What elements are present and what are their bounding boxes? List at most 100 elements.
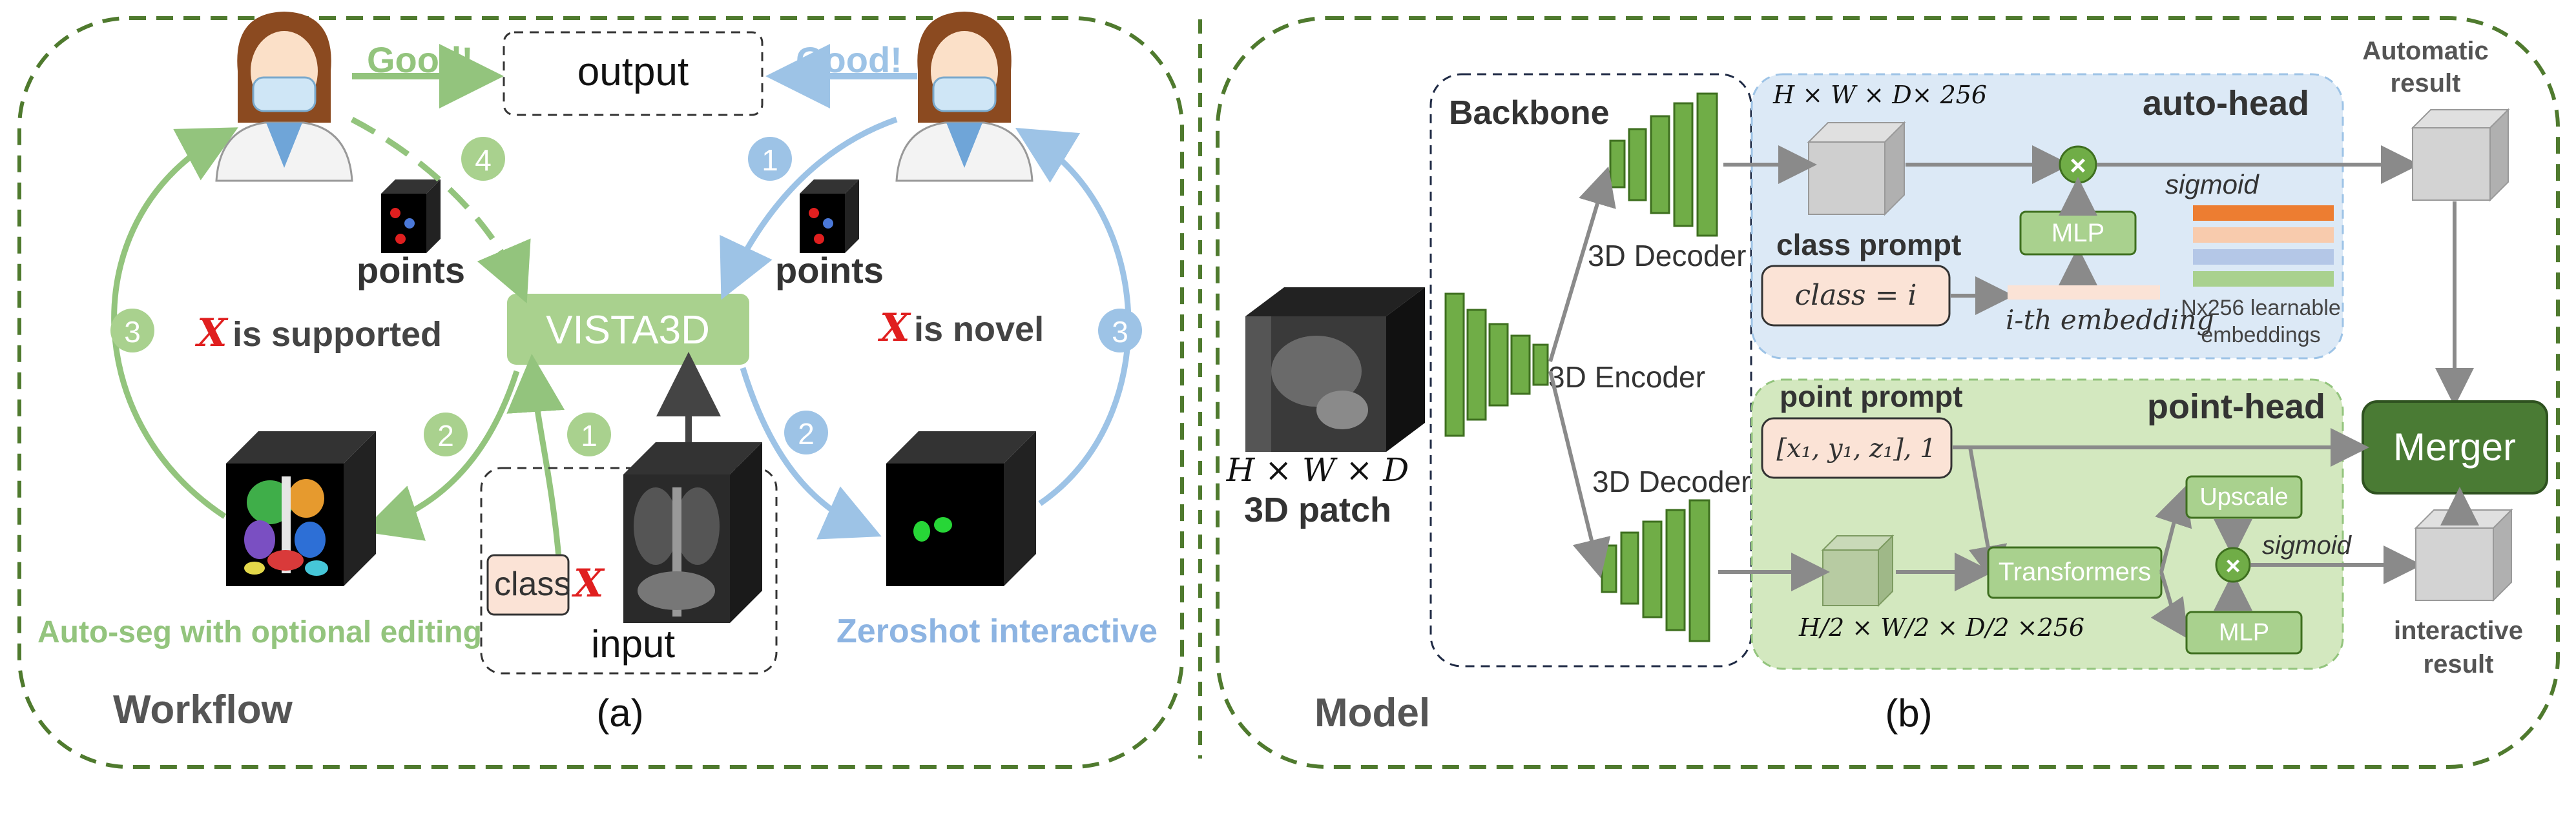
interactive-result-cube-icon [2414,508,2513,602]
step-2-left-label: 2 [437,419,454,453]
ct-patch-cube-icon [1245,287,1425,452]
novel-x: X [877,305,911,351]
class-eq-box [1761,265,1951,327]
input-box [480,467,778,675]
panel-a-label: (a) [596,691,643,735]
loop-arrow-left-4 [350,117,531,303]
class-eq-label: class = i [1794,279,1916,312]
step-1-right-label: 1 [762,143,778,177]
merger-label: Merger [2393,425,2516,469]
decoder-bottom-label: 3D Decoder [1592,465,1750,498]
supported-x: X [194,311,229,356]
point-eq-box [1761,417,1953,479]
upscale-box [2185,475,2303,519]
decoder-top-bars [1609,92,1718,237]
automatic-result-cube-icon [2411,108,2510,202]
step-badge-2-right [784,411,828,454]
embed-bar-peach [2193,227,2334,243]
interactive-result-line-1: interactive [2394,617,2523,645]
transformers-label: Transformers [1999,558,2151,586]
ith-embedding-label: i-th embedding [2006,304,2214,336]
class-x-label: X [571,561,605,606]
step-3-left-label: 3 [124,315,141,349]
auto-seg-caption: Auto-seg with optional editing [37,615,482,649]
point-head-label: point-head [2147,387,2325,426]
encoder-to-decoder-bottom-arrow [1548,371,1611,578]
learnable-line-2: embeddings [2201,323,2320,347]
feature-top-label: H × W × D× 256 [1772,81,1987,109]
step-badge-1-right [748,137,792,181]
class-prompt-label: class prompt [1776,228,1961,261]
automatic-result-line-1: Automatic [2362,37,2489,65]
decoder-top-label: 3D Decoder [1588,239,1746,272]
learnable-line-1: Nx256 learnable [2181,296,2341,320]
input-label: input [591,622,675,666]
point-eq-label: [x₁, y₁, z₁], 1 [1776,434,1936,464]
multiply-top-glyph: × [2070,150,2086,181]
class-word-label: class [494,566,570,603]
step-2-right-label: 2 [798,417,815,451]
model-label: Model [1314,691,1430,735]
step-3-right-label: 3 [1112,315,1128,349]
step-badge-3-left [110,309,154,352]
zeroshot-caption: Zeroshot interactive [836,613,1158,650]
patch-label: 3D patch [1244,491,1391,529]
output-box [503,31,763,116]
class-to-vista-arrow [506,354,565,566]
automatic-result-line-2: result [2391,69,2461,97]
step-1-left-label: 1 [581,419,597,453]
transformers-to-upscale-arrow [2155,485,2192,573]
step-badge-1-left [567,413,611,456]
upscale-label: Upscale [2199,484,2288,511]
sigmoid-top-label: sigmoid [2165,169,2259,199]
multiply-bottom-glyph: × [2225,552,2240,580]
supported-label: is supported [233,315,442,354]
encoder-label: 3D Encoder [1548,360,1705,394]
hwd-label: H × W × D [1226,451,1409,489]
ct-input-cube-icon [623,442,762,623]
auto-head-label: auto-head [2143,84,2309,123]
points-cube-right-icon [800,179,859,253]
feature-cube-top-icon [1807,121,1906,216]
novel-label: is novel [914,310,1044,349]
workflow-frame [17,16,1184,769]
step-4-label: 4 [475,143,492,177]
points-cube-left-icon [381,179,441,253]
encoder-to-decoder-top-arrow [1548,166,1616,362]
feature-cube-bottom-icon [1821,534,1895,607]
backbone-label: Backbone [1449,94,1610,132]
sigmoid-bottom-label: sigmoid [2262,531,2353,560]
mlp-bottom-label: MLP [2219,619,2269,646]
doctor-left-icon [215,12,353,182]
loop-arrow-blue-2 [740,367,882,540]
vista3d-box [507,294,749,365]
multiply-bottom-icon [2215,547,2251,583]
transformers-to-mlp-arrow [2150,571,2188,639]
output-label: output [577,50,689,94]
zeroshot-cube-icon [886,431,1036,586]
points-right-label: points [775,250,884,291]
workflow-label: Workflow [113,688,293,732]
embed-bar-green [2193,271,2334,287]
class-x-box [486,554,570,616]
points-left-label: points [357,250,465,291]
auto-seg-cube-icon [226,431,376,586]
loop-arrow-blue-1 [720,116,898,300]
vista3d-label: VISTA3D [546,308,710,352]
step-badge-4 [461,137,505,181]
loop-arrow-left-2 [361,370,520,541]
embed-bar-blue [2193,249,2334,265]
feature-bottom-label: H/2 × W/2 × D/2 ×256 [1798,613,2084,642]
decoder-bottom-bars [1601,499,1710,642]
model-frame [1216,16,2560,769]
encoder-bars [1444,292,1549,437]
step-badge-2-left [424,413,468,456]
ith-embedding-strip [2008,285,2160,300]
panel-b-label: (b) [1885,691,1932,735]
doctor-right-icon [895,12,1034,182]
point-prompt-label: point prompt [1780,380,1963,413]
step-badge-3-right [1098,309,1142,352]
embed-bar-orange [2193,205,2334,221]
interactive-result-line-2: result [2424,650,2494,678]
